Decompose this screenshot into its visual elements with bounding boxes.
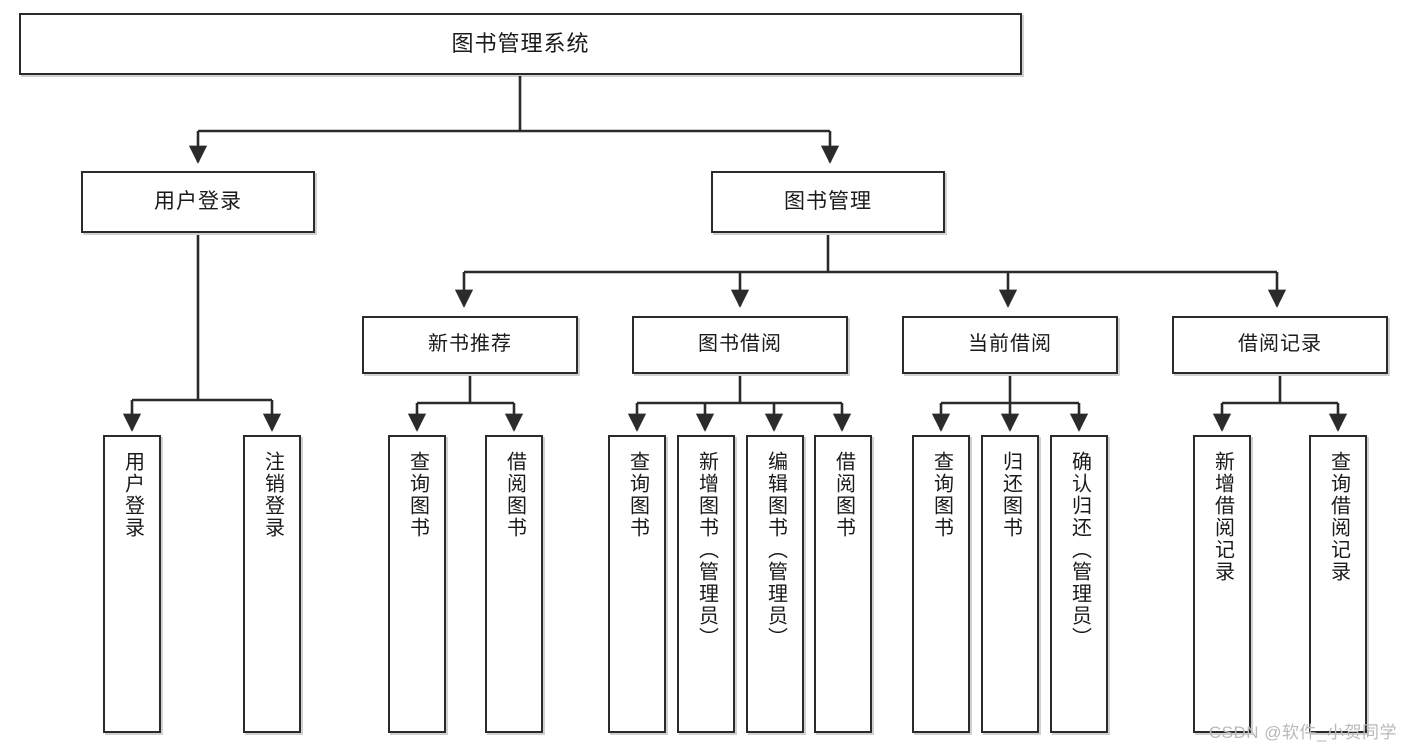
node-new-book-rec[interactable]: 新书推荐 [362, 316, 578, 374]
node-leaf-user-login[interactable]: 用户登录 [103, 435, 161, 733]
node-root-label: 图书管理系统 [451, 31, 590, 57]
node-leaf-add-record[interactable]: 新增借阅记录 [1193, 435, 1251, 733]
node-leaf-query-book-2-label: 查询图书 [626, 451, 649, 539]
node-book-borrow-label: 图书借阅 [698, 333, 782, 356]
node-user-login[interactable]: 用户登录 [81, 171, 315, 233]
node-book-manage-label: 图书管理 [784, 189, 872, 213]
node-leaf-add-record-label: 新增借阅记录 [1211, 451, 1234, 583]
node-leaf-edit-book[interactable]: 编辑图书（管理员） [746, 435, 804, 733]
node-leaf-logout[interactable]: 注销登录 [243, 435, 301, 733]
node-root[interactable]: 图书管理系统 [19, 13, 1022, 75]
node-leaf-add-book[interactable]: 新增图书（管理员） [677, 435, 735, 733]
node-current-borrow-label: 当前借阅 [968, 333, 1052, 356]
node-leaf-confirm-return-label: 确认归还（管理员） [1068, 451, 1091, 649]
node-borrow-record[interactable]: 借阅记录 [1172, 316, 1388, 374]
node-borrow-record-label: 借阅记录 [1238, 333, 1322, 356]
node-current-borrow[interactable]: 当前借阅 [902, 316, 1118, 374]
node-leaf-query-record-label: 查询借阅记录 [1327, 451, 1350, 583]
node-leaf-return-book-label: 归还图书 [999, 451, 1022, 539]
node-leaf-add-book-label: 新增图书（管理员） [695, 451, 718, 649]
node-book-borrow[interactable]: 图书借阅 [632, 316, 848, 374]
node-leaf-query-book-2[interactable]: 查询图书 [608, 435, 666, 733]
node-leaf-query-book-1-label: 查询图书 [406, 451, 429, 539]
node-leaf-user-login-label: 用户登录 [121, 451, 144, 539]
node-leaf-borrow-book-1-label: 借阅图书 [503, 451, 526, 539]
node-leaf-confirm-return[interactable]: 确认归还（管理员） [1050, 435, 1108, 733]
node-leaf-query-book-1[interactable]: 查询图书 [388, 435, 446, 733]
node-leaf-return-book[interactable]: 归还图书 [981, 435, 1039, 733]
node-leaf-query-record[interactable]: 查询借阅记录 [1309, 435, 1367, 733]
node-book-manage[interactable]: 图书管理 [711, 171, 945, 233]
node-leaf-logout-label: 注销登录 [261, 451, 284, 539]
node-leaf-borrow-book-2[interactable]: 借阅图书 [814, 435, 872, 733]
node-leaf-edit-book-label: 编辑图书（管理员） [764, 451, 787, 649]
node-user-login-label: 用户登录 [154, 189, 242, 213]
node-leaf-query-book-3[interactable]: 查询图书 [912, 435, 970, 733]
node-leaf-borrow-book-1[interactable]: 借阅图书 [485, 435, 543, 733]
node-new-book-rec-label: 新书推荐 [428, 333, 512, 356]
csdn-watermark: CSDN @软件_小贺同学 [1208, 723, 1397, 742]
node-leaf-borrow-book-2-label: 借阅图书 [832, 451, 855, 539]
node-leaf-query-book-3-label: 查询图书 [930, 451, 953, 539]
